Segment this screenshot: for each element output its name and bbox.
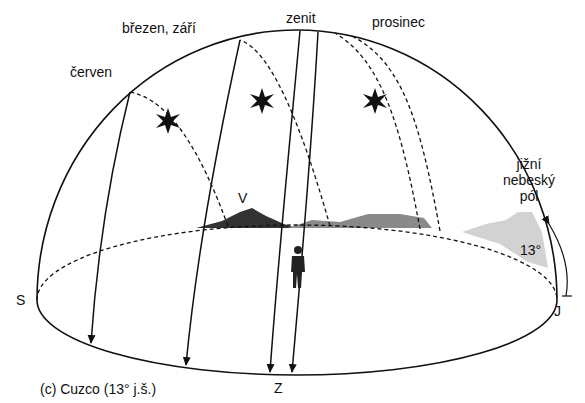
sun-path: [186, 40, 240, 365]
cardinal-v: V: [238, 190, 247, 206]
sun-path-back: [130, 92, 228, 226]
cardinal-s: S: [16, 292, 25, 308]
sun-path: [91, 92, 130, 343]
figure-caption: (c) Cuzco (13° j.š.): [40, 381, 156, 397]
month-label: červen: [70, 64, 112, 80]
horizon-back: [37, 225, 557, 300]
observer-figure: [291, 246, 305, 288]
month-label: prosinec: [372, 14, 425, 30]
cardinal-z: Z: [274, 380, 283, 396]
cardinal-j: J: [554, 303, 561, 319]
pole-label: jižní nebeský pól: [496, 156, 562, 204]
mountain-grey: [288, 214, 432, 228]
mountain-light: [462, 212, 548, 268]
angle-arc: [549, 224, 567, 296]
angle-tick: [562, 295, 572, 296]
angle-label: 13°: [520, 242, 541, 258]
sun-path-back: [335, 33, 420, 229]
zenith-label: zenit: [286, 10, 316, 26]
sun-symbols: [156, 88, 387, 134]
sun-path: [270, 31, 300, 372]
sun-path: [292, 32, 318, 372]
month-label: březen, září: [122, 20, 196, 36]
sun-path-back: [352, 36, 440, 231]
